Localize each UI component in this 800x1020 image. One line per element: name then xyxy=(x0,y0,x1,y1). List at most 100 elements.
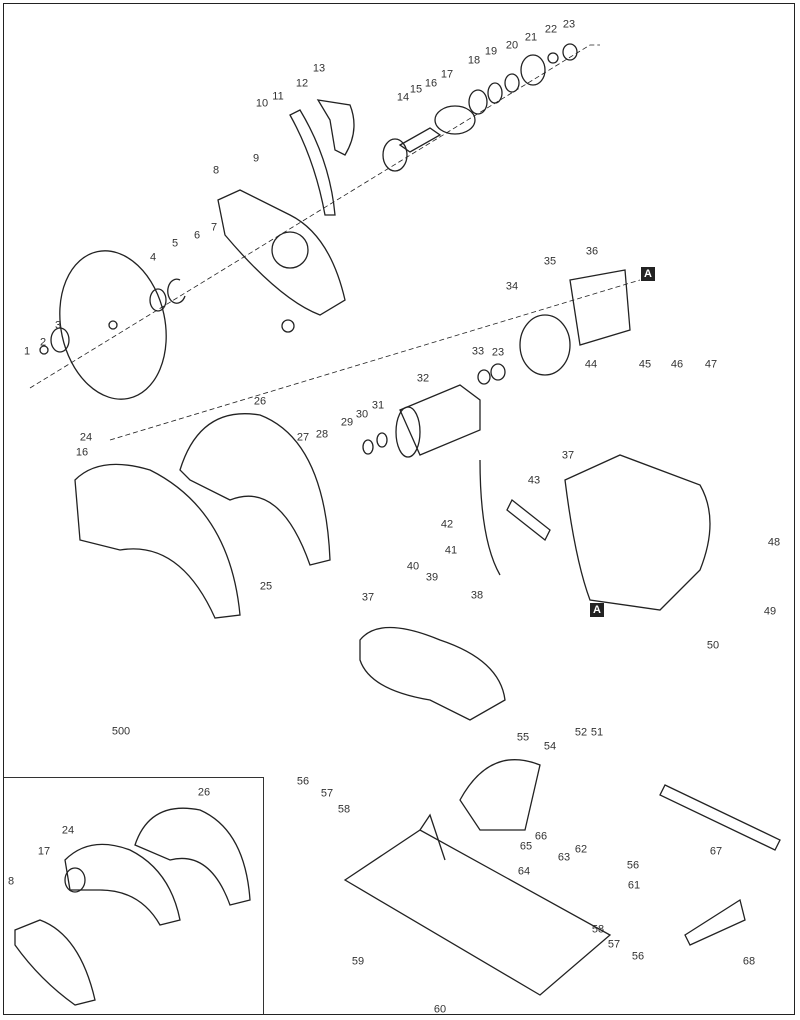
part-label: 31 xyxy=(371,399,385,412)
part-label: 68 xyxy=(742,955,756,968)
ring-5 xyxy=(167,278,186,304)
part-label: 51 xyxy=(590,726,604,739)
inset-group-label: 500 xyxy=(111,725,131,738)
part-label: 33 xyxy=(471,345,485,358)
part-label: 13 xyxy=(312,62,326,75)
arm-13 xyxy=(316,99,355,156)
part-label: 9 xyxy=(252,152,260,165)
inset-blade-case-24 xyxy=(64,843,181,926)
inset-safety-cover-8 xyxy=(14,919,96,1006)
cord-42 xyxy=(479,459,501,576)
part-label: 24 xyxy=(79,431,93,444)
ring-19b xyxy=(487,82,503,104)
part-label: 12 xyxy=(295,77,309,90)
part-label: 56 xyxy=(631,950,645,963)
part-label: 42 xyxy=(440,518,454,531)
rip-fence-67 xyxy=(659,784,781,851)
bearing-30 xyxy=(362,439,374,455)
cord-guard-43 xyxy=(506,498,551,542)
part-label: 32 xyxy=(416,372,430,385)
washer-31 xyxy=(376,432,388,448)
reference-marker: A xyxy=(590,603,604,617)
lever-12 xyxy=(289,109,336,216)
part-label: 43 xyxy=(527,474,541,487)
part-label: 49 xyxy=(763,605,777,618)
saw-blade xyxy=(59,250,167,400)
part-label: 45 xyxy=(638,358,652,371)
part-label: 52 xyxy=(574,726,588,739)
part-label: 65 xyxy=(519,840,533,853)
part-label: 55 xyxy=(516,731,530,744)
bearing-23 xyxy=(562,43,578,61)
washer-22 xyxy=(547,52,559,64)
assembly-line-top xyxy=(29,44,600,389)
part-label: 27 xyxy=(296,431,310,444)
base-post xyxy=(419,813,446,861)
part-label: 60 xyxy=(433,1003,447,1016)
part-label: 38 xyxy=(470,589,484,602)
part-label: 18 xyxy=(467,54,481,67)
part-label: 56 xyxy=(296,775,310,788)
part-label: 44 xyxy=(584,358,598,371)
part-label: 58 xyxy=(591,923,605,936)
inset-part-label: 24 xyxy=(61,824,75,837)
part-label: 40 xyxy=(406,560,420,573)
inset-part-label: 17 xyxy=(37,845,51,858)
part-label: 23 xyxy=(562,18,576,31)
diagram-border xyxy=(3,3,795,1015)
bearing-18 xyxy=(468,89,488,115)
part-label: 1 xyxy=(23,345,31,358)
part-label: 28 xyxy=(315,428,329,441)
gear-housing-26 xyxy=(179,413,331,566)
assembly-line-mid xyxy=(109,279,641,441)
part-label: 2 xyxy=(39,336,47,349)
washer-2 xyxy=(39,345,49,355)
bearing-33 xyxy=(477,369,491,385)
part-label: 63 xyxy=(557,851,571,864)
part-label: 17 xyxy=(440,68,454,81)
part-label: 14 xyxy=(396,91,410,104)
part-label: 6 xyxy=(193,229,201,242)
handle-37 xyxy=(359,626,506,721)
safety-cover-8 xyxy=(217,189,346,316)
spindle-14 xyxy=(398,127,442,153)
part-label: 7 xyxy=(210,221,218,234)
part-label: 61 xyxy=(627,879,641,892)
part-label: 47 xyxy=(704,358,718,371)
part-label: 41 xyxy=(444,544,458,557)
inner-flange-4 xyxy=(149,288,167,312)
hex-wrench-68 xyxy=(684,898,746,946)
part-label: 67 xyxy=(709,845,723,858)
part-label: 29 xyxy=(340,416,354,429)
part-label: 56 xyxy=(626,859,640,872)
part-label: 30 xyxy=(355,408,369,421)
part-label: 57 xyxy=(607,938,621,951)
part-label: 5 xyxy=(171,237,179,250)
upper-guard-55 xyxy=(459,759,541,831)
inset-bearing-box-17 xyxy=(64,867,86,893)
part-label: 19 xyxy=(484,45,498,58)
blade-case-24 xyxy=(74,463,241,619)
ring-19 xyxy=(382,138,408,172)
part-label: 50 xyxy=(706,639,720,652)
base-64 xyxy=(343,829,612,996)
outer-flange-3 xyxy=(50,327,70,353)
motor-housing-37 xyxy=(564,454,711,611)
part-label: 8 xyxy=(212,164,220,177)
blade-arbor xyxy=(108,320,118,330)
gear-21 xyxy=(520,54,546,86)
part-label: 36 xyxy=(585,245,599,258)
part-label: 10 xyxy=(255,97,269,110)
part-label: 39 xyxy=(425,571,439,584)
part-label: 34 xyxy=(505,280,519,293)
bearing-23b xyxy=(490,363,506,381)
part-label: 4 xyxy=(149,251,157,264)
inset-part-label: 26 xyxy=(197,786,211,799)
baffle-plate-34 xyxy=(519,314,571,376)
part-label: 37 xyxy=(361,591,375,604)
part-label: 35 xyxy=(543,255,557,268)
part-label: 23 xyxy=(491,346,505,359)
part-label: 57 xyxy=(320,787,334,800)
collar-20 xyxy=(504,73,520,93)
